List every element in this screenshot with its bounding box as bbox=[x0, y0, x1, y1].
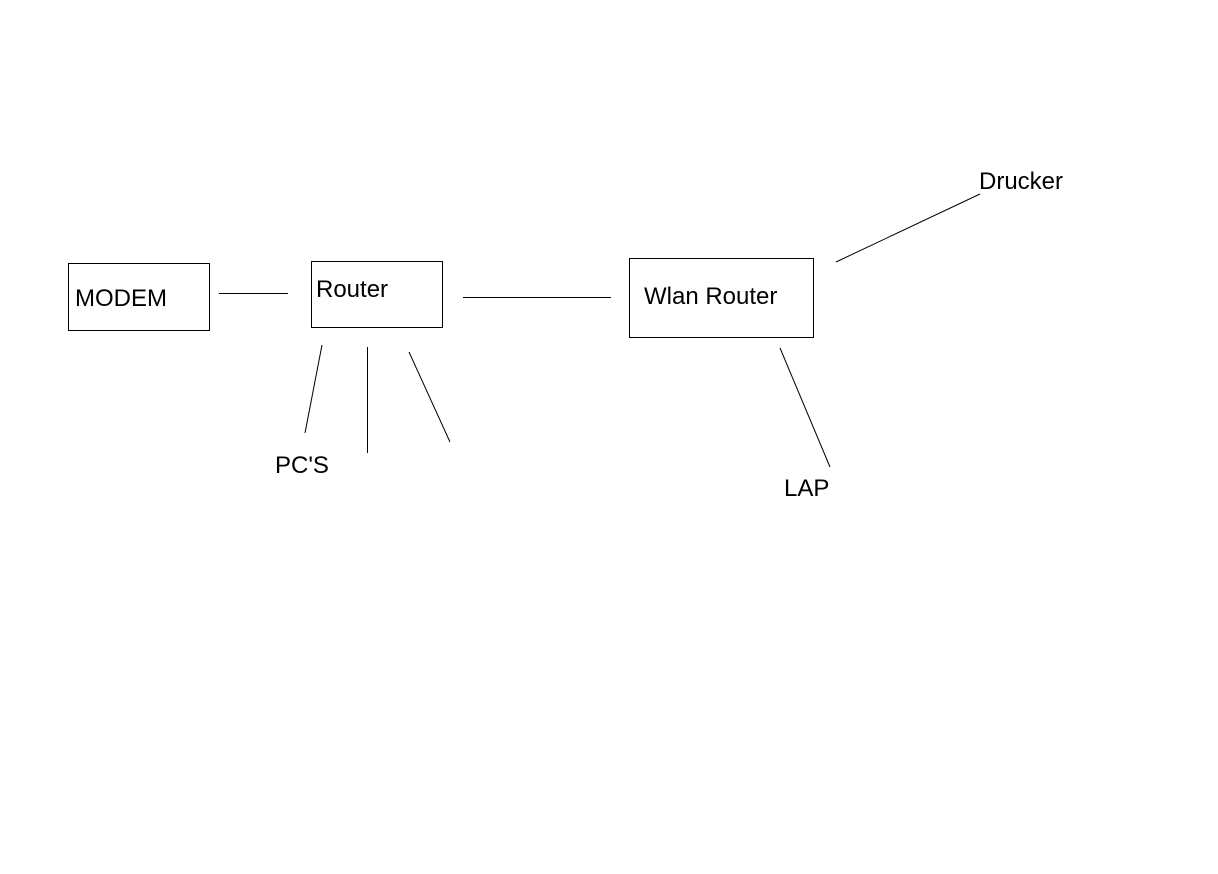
edge-wlan-router-drucker bbox=[835, 193, 981, 263]
modem-box bbox=[68, 263, 210, 331]
node-wlan-router: Wlan Router bbox=[629, 258, 814, 338]
modem-label: MODEM bbox=[75, 285, 167, 312]
edge-router-pc-1 bbox=[304, 344, 323, 434]
edge-wlan-router-lap bbox=[779, 347, 831, 468]
edge-router-pc-3 bbox=[408, 351, 451, 443]
wlan-router-box bbox=[629, 258, 814, 338]
router-box bbox=[311, 261, 443, 328]
wlan-router-label: Wlan Router bbox=[644, 283, 777, 310]
pcs-label: PC'S bbox=[275, 452, 329, 479]
node-modem: MODEM bbox=[68, 263, 210, 331]
router-label: Router bbox=[316, 276, 388, 303]
drucker-label: Drucker bbox=[979, 168, 1063, 195]
node-router: Router bbox=[311, 261, 443, 328]
lap-label: LAP bbox=[784, 475, 829, 502]
